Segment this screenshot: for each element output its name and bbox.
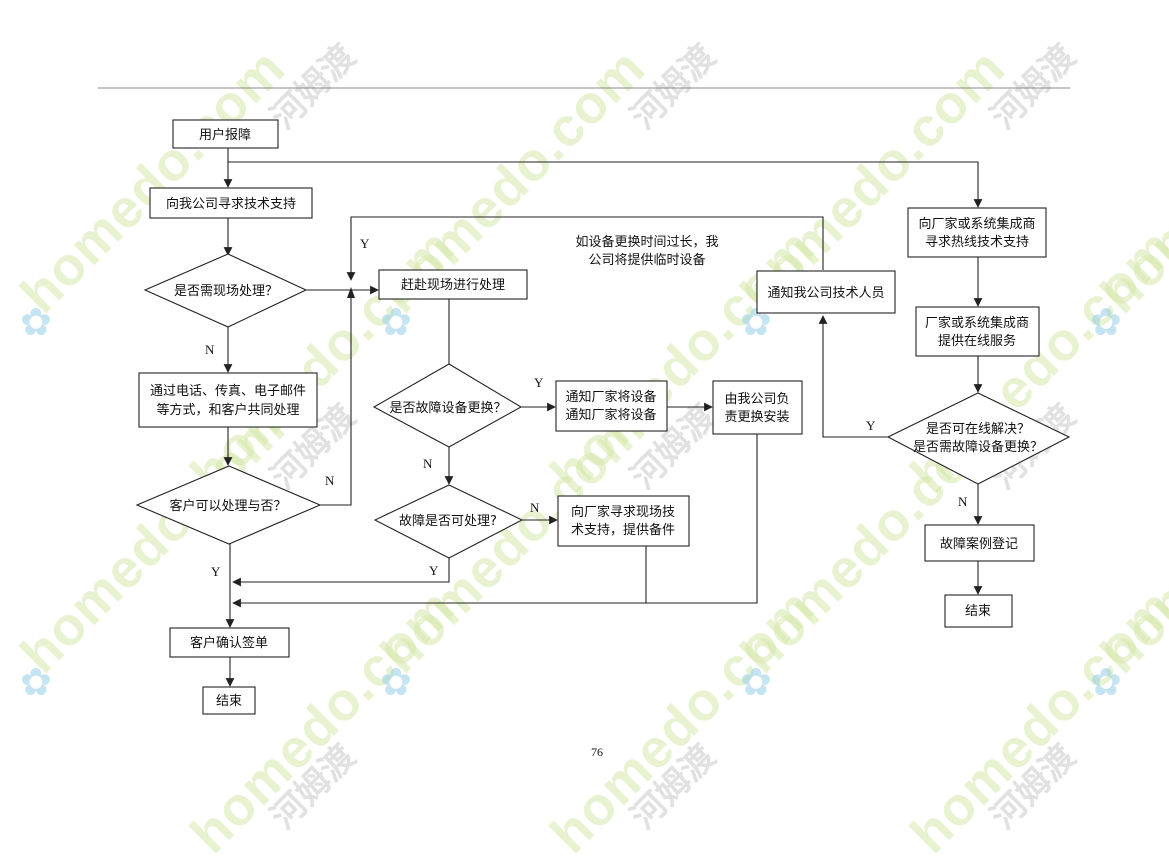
flowchart: 用户报障 向我公司寻求技术支持 是否需现场处理？ 通过电话、传真、电子邮件 等方… [98, 87, 1071, 759]
svg-text:Y: Y [534, 375, 544, 390]
svg-text:责更换安装: 责更换安装 [724, 410, 789, 425]
svg-text:寻求热线技术支持: 寻求热线技术支持 [925, 235, 1029, 250]
node-vendor-hotline: 向厂家或系统集成商 寻求热线技术支持 [907, 207, 1047, 258]
svg-text:N: N [325, 473, 335, 488]
node-end-left: 结束 [202, 686, 256, 715]
svg-text:Y: Y [360, 236, 370, 251]
node-user-report: 用户报障 [172, 119, 279, 149]
svg-text:如设备更换时间过长，我: 如设备更换时间过长，我 [575, 234, 718, 250]
svg-text:客户确认签单: 客户确认签单 [190, 635, 268, 651]
node-vendor-onsite: 向厂家寻求现场技 术支持，提供备件 [557, 495, 690, 547]
svg-text:N: N [958, 494, 968, 509]
node-vendor-online: 厂家或系统集成商 提供在线服务 [915, 306, 1040, 357]
node-need-onsite: 是否需现场处理？ [143, 253, 308, 328]
svg-text:故障是否可处理?: 故障是否可处理? [399, 514, 497, 529]
svg-text:故障案例登记: 故障案例登记 [940, 537, 1018, 552]
node-end-right: 结束 [944, 594, 1013, 628]
node-case-record: 故障案例登记 [924, 524, 1035, 562]
svg-text:提供在线服务: 提供在线服务 [938, 333, 1016, 349]
svg-text:向厂家寻求现场技: 向厂家寻求现场技 [571, 504, 675, 520]
svg-text:结束: 结束 [965, 604, 991, 619]
svg-text:公司将提供临时设备: 公司将提供临时设备 [588, 252, 705, 268]
node-customer-confirm: 客户确认签单 [169, 627, 290, 658]
svg-text:通知厂家将设备: 通知厂家将设备 [565, 407, 656, 423]
svg-text:N: N [530, 500, 540, 515]
svg-text:是否故障设备更换？: 是否故障设备更换？ [389, 400, 506, 416]
svg-text:Y: Y [866, 418, 876, 433]
svg-text:Y: Y [429, 563, 439, 578]
node-notify-vendor: 通知厂家将设备 通知厂家将设备 [555, 380, 668, 432]
svg-text:向厂家或系统集成商: 向厂家或系统集成商 [918, 216, 1035, 232]
page-number: 76 [591, 745, 603, 759]
node-remote-handle: 通过电话、传真、电子邮件 等方式，和客户共同处理 [138, 372, 318, 428]
node-can-fix: 故障是否可处理? [373, 484, 524, 559]
svg-text:由我公司负: 由我公司负 [724, 392, 789, 407]
svg-text:用户报障: 用户报障 [199, 127, 251, 143]
svg-text:厂家或系统集成商: 厂家或系统集成商 [925, 315, 1029, 331]
svg-text:N: N [423, 456, 433, 471]
svg-text:结束: 结束 [216, 694, 242, 709]
node-customer-can-handle: 客户可以处理与否？ [135, 465, 322, 545]
svg-text:N: N [205, 342, 215, 357]
svg-text:向我公司寻求技术支持: 向我公司寻求技术支持 [166, 196, 296, 212]
svg-text:是否需现场处理？: 是否需现场处理？ [174, 284, 278, 299]
svg-text:通知我公司技术人员: 通知我公司技术人员 [767, 285, 884, 301]
svg-text:通过电话、传真、电子邮件: 通过电话、传真、电子邮件 [150, 384, 306, 399]
svg-text:是否需故障设备更换？: 是否需故障设备更换？ [913, 439, 1043, 455]
node-notify-tech: 通知我公司技术人员 [756, 270, 896, 314]
node-go-onsite: 赶赴现场进行处理 [378, 269, 528, 300]
node-replace-device: 是否故障设备更换？ [372, 363, 523, 448]
edge-labels: N Y N Y Y N N Y Y N [205, 236, 968, 579]
node-company-replace: 由我公司负 责更换安装 [712, 380, 803, 435]
node-online-solve: 是否可在线解决？ 是否需故障设备更换？ [886, 392, 1071, 485]
svg-text:赶赴现场进行处理: 赶赴现场进行处理 [401, 278, 505, 293]
svg-text:通知厂家将设备: 通知厂家将设备 [565, 389, 656, 405]
note-temp-device: 如设备更换时间过长，我 公司将提供临时设备 [575, 234, 718, 268]
svg-text:术支持，提供备件: 术支持，提供备件 [571, 522, 675, 538]
svg-text:客户可以处理与否？: 客户可以处理与否？ [169, 498, 286, 514]
node-seek-support: 向我公司寻求技术支持 [149, 187, 313, 219]
svg-text:等方式，和客户共同处理: 等方式，和客户共同处理 [156, 402, 299, 418]
svg-text:是否可在线解决？: 是否可在线解决？ [926, 422, 1030, 437]
svg-text:Y: Y [211, 564, 221, 579]
connectors [223, 148, 983, 687]
